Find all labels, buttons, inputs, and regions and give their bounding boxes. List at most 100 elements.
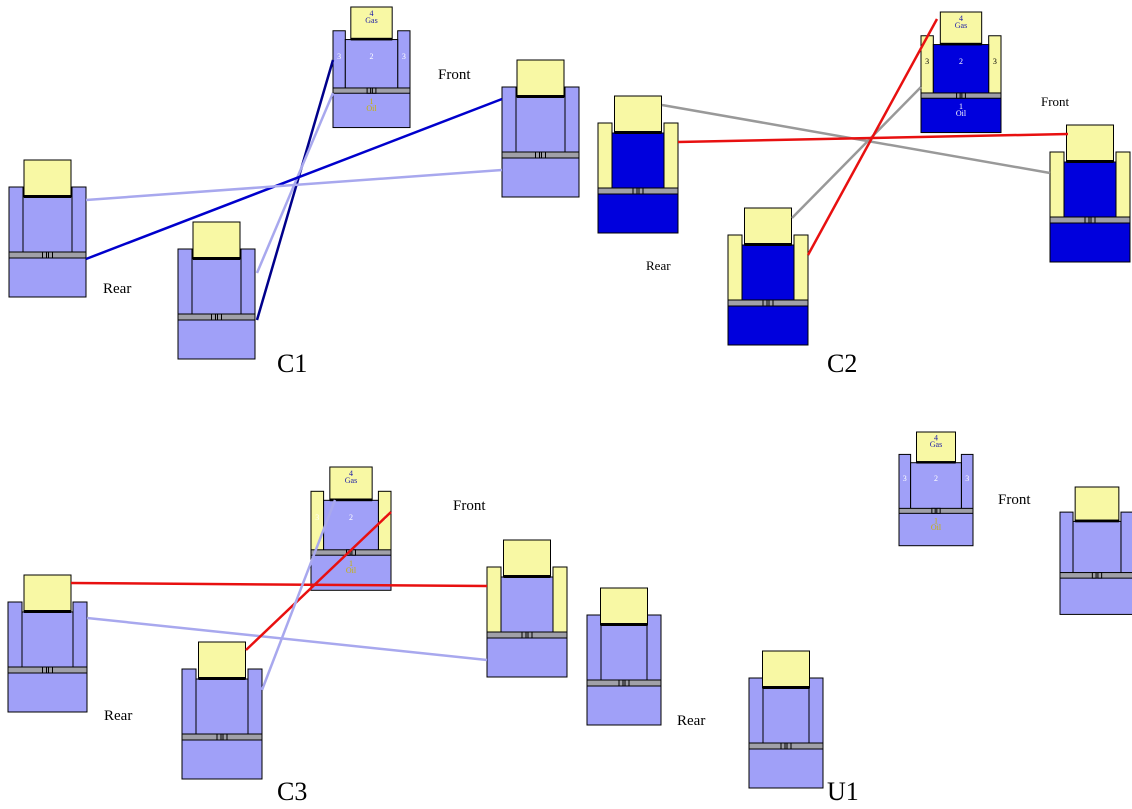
link-c3-light-b	[260, 499, 337, 691]
port-right	[351, 549, 356, 556]
gas-box	[198, 641, 246, 680]
unit-c3-front	[486, 539, 568, 678]
port-right	[1097, 572, 1103, 579]
oil-text: Oil	[346, 566, 357, 575]
port-right	[371, 87, 377, 94]
port-left	[762, 299, 768, 307]
gas-box	[762, 650, 810, 689]
gas-number: 4	[370, 9, 374, 18]
gas-seal	[329, 498, 373, 502]
upper-chamber	[515, 96, 566, 155]
gas-box	[939, 11, 983, 46]
unit-c3-rear-left	[7, 574, 88, 713]
port-right	[217, 313, 222, 321]
gas-box	[516, 59, 565, 98]
gas-seal	[198, 677, 246, 680]
lower-chamber	[920, 94, 1002, 134]
gas-seal	[614, 131, 662, 134]
gas-seal	[24, 195, 71, 198]
unit-c2-front	[1049, 124, 1131, 263]
gas-box	[23, 574, 72, 613]
port-right	[48, 666, 53, 674]
port-left	[632, 187, 638, 195]
upper-chamber	[21, 611, 74, 670]
gas-seal	[762, 686, 810, 689]
side-chamber-left	[1049, 151, 1065, 220]
side-chamber-left	[1059, 511, 1074, 575]
port-left	[535, 151, 540, 159]
label-rear-c3: Rear	[104, 708, 132, 724]
side-chamber-left	[748, 677, 764, 746]
port-left	[42, 251, 47, 259]
gas-number: 4	[934, 433, 938, 442]
lower-chamber	[177, 315, 256, 360]
plate	[597, 187, 679, 195]
label-front-c3: Front	[453, 498, 486, 514]
label-config-u1: U1	[827, 777, 859, 806]
side-chamber-right	[552, 566, 568, 635]
lower-chamber	[181, 735, 263, 780]
side-number-right: 3	[402, 52, 406, 61]
unit-c2-rear-right	[727, 207, 809, 346]
port-left	[618, 679, 624, 687]
plate	[586, 679, 662, 687]
plate	[1049, 216, 1131, 224]
port-right	[624, 679, 630, 687]
port-left	[1084, 216, 1090, 224]
middle-number: 2	[349, 513, 353, 522]
port-right	[768, 299, 774, 307]
gas-box	[614, 95, 662, 134]
side-chamber-left	[586, 614, 602, 683]
side-chamber-left	[8, 186, 24, 255]
gas-text: Gas	[345, 476, 357, 485]
label-rear-u1: Rear	[677, 713, 705, 729]
unit-u1-rear-left	[586, 587, 662, 726]
side-chamber-left	[501, 86, 517, 155]
link-c2-red-b	[806, 18, 939, 256]
link-c2-gray-b	[791, 86, 922, 219]
gas-box	[600, 587, 648, 626]
port-left	[521, 631, 527, 639]
lower-chamber	[1049, 218, 1131, 263]
oil-text: Oil	[366, 104, 377, 113]
link-c3-light	[86, 616, 488, 662]
port-left	[42, 666, 47, 674]
port-left	[1091, 572, 1097, 579]
plate	[898, 507, 974, 514]
upper-chamber	[500, 576, 554, 635]
side-chamber-left	[181, 668, 197, 737]
lower-chamber	[898, 509, 974, 547]
port-right	[936, 507, 941, 514]
oil-number: 1	[934, 516, 938, 525]
upper-chamber	[191, 258, 242, 317]
plate	[8, 251, 87, 259]
side-chamber-left	[177, 248, 193, 317]
port-left	[956, 92, 961, 99]
port-left	[366, 87, 372, 94]
plate	[7, 666, 88, 674]
link-c1-blue	[85, 97, 503, 261]
upper-chamber	[600, 624, 648, 683]
gas-box	[503, 539, 551, 578]
side-chamber-left	[597, 122, 613, 191]
gas-box	[23, 159, 72, 198]
unit-c1-rear-right	[177, 221, 256, 360]
plate	[181, 733, 263, 741]
upper-chamber	[344, 39, 399, 91]
port-right	[541, 151, 546, 159]
label-config-c3: C3	[277, 777, 307, 806]
side-chamber-right	[247, 668, 263, 737]
plate	[501, 151, 580, 159]
port-left	[780, 742, 786, 750]
side-chamber-right	[793, 234, 809, 303]
side-number-left: 3	[315, 513, 319, 522]
side-number-right: 3	[993, 57, 997, 66]
gas-box	[1066, 124, 1114, 163]
lower-chamber	[597, 189, 679, 234]
gas-text: Gas	[955, 21, 967, 30]
side-chamber-right	[1115, 151, 1131, 220]
lower-chamber	[501, 153, 580, 198]
